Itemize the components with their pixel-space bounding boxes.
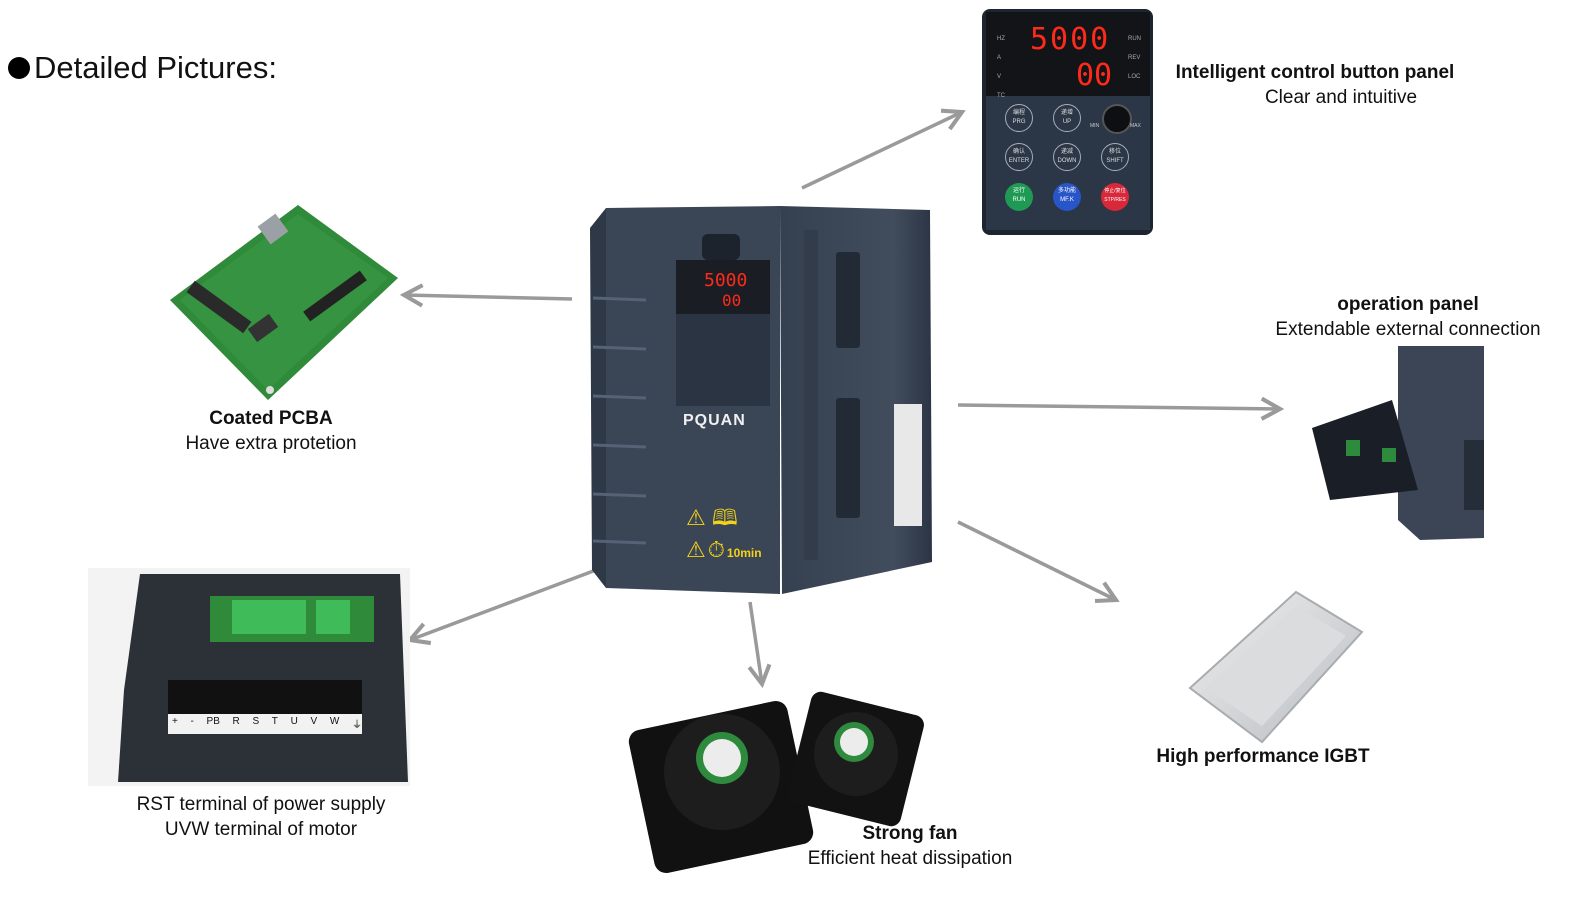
knob-max-label: MAX — [1130, 123, 1141, 129]
caption-operation-panel-sub: Extendable external connection — [1275, 319, 1541, 340]
arrow-to-fan — [750, 601, 762, 684]
warning-icon: ⚠ 🕮 — [686, 505, 738, 530]
caption-fan-sub: Efficient heat dissipation — [807, 848, 1013, 869]
inverter-brand: PQUAN — [683, 412, 746, 429]
terminal-labels: + - PB R S T U V W ⏚ — [172, 716, 362, 731]
page-title: Detailed Pictures: — [8, 50, 277, 86]
caption-terminal-line1: RST terminal of power supply — [136, 794, 386, 815]
caption-igbt-title: High performance IGBT — [1156, 746, 1370, 767]
caption-pcba-title: Coated PCBA — [209, 408, 333, 429]
caption-pcba: Coated PCBA Have extra protetion — [160, 406, 382, 456]
panel-left-leds: HZ A V TC — [997, 36, 1005, 99]
arrow-to-pcba — [404, 295, 573, 299]
caption-fan-title: Strong fan — [862, 823, 958, 844]
mini-display-top: 5000 — [704, 270, 748, 291]
arrow-to-operation-panel — [957, 405, 1280, 409]
warning-icons: ⚠ 🕮 ⚠ ⏱ 10min — [686, 502, 762, 569]
terminal-image — [88, 568, 410, 786]
bullet-icon — [8, 57, 30, 79]
caption-terminal-line2: UVW terminal of motor — [164, 819, 358, 840]
panel-display-top: 5000 — [1030, 22, 1111, 57]
caption-fan: Strong fan Efficient heat dissipation — [790, 821, 1030, 871]
caption-control-panel-sub: Clear and intuitive — [1264, 87, 1418, 108]
warning-time: 10min — [726, 546, 762, 560]
inverter-product — [590, 206, 932, 594]
warning-icon-2: ⚠ — [686, 537, 706, 562]
caption-operation-panel-title: operation panel — [1337, 294, 1479, 315]
panel-knob — [1102, 104, 1132, 134]
arrow-to-igbt — [957, 520, 1116, 600]
rating-label — [894, 404, 922, 526]
fan-image — [628, 691, 924, 874]
panel-right-leds: RUN REV LOC — [1128, 36, 1141, 80]
arrow-to-terminal — [410, 568, 597, 640]
terminal-strip-label — [168, 714, 362, 734]
caption-control-panel-title: Intelligent control button panel — [1175, 62, 1455, 83]
panel-display-bottom: 00 — [1076, 58, 1113, 93]
knob-min-label: MIN — [1090, 123, 1100, 129]
caption-terminal: RST terminal of power supply UVW termina… — [108, 792, 414, 842]
caption-igbt: High performance IGBT — [1140, 744, 1386, 769]
caption-control-panel: Intelligent control button panel Clear a… — [1160, 60, 1470, 110]
arrows — [404, 112, 1280, 684]
arrow-to-control-panel — [801, 112, 962, 190]
pcba-image — [170, 205, 398, 400]
caption-operation-panel: operation panel Extendable external conn… — [1262, 292, 1554, 342]
timer-icon: ⏱ — [707, 537, 725, 562]
mini-display — [676, 260, 770, 314]
operation-panel-image — [1312, 346, 1484, 540]
igbt-image — [1188, 590, 1364, 744]
caption-pcba-sub: Have extra protetion — [185, 433, 357, 454]
mini-display-bottom: 00 — [722, 291, 742, 310]
